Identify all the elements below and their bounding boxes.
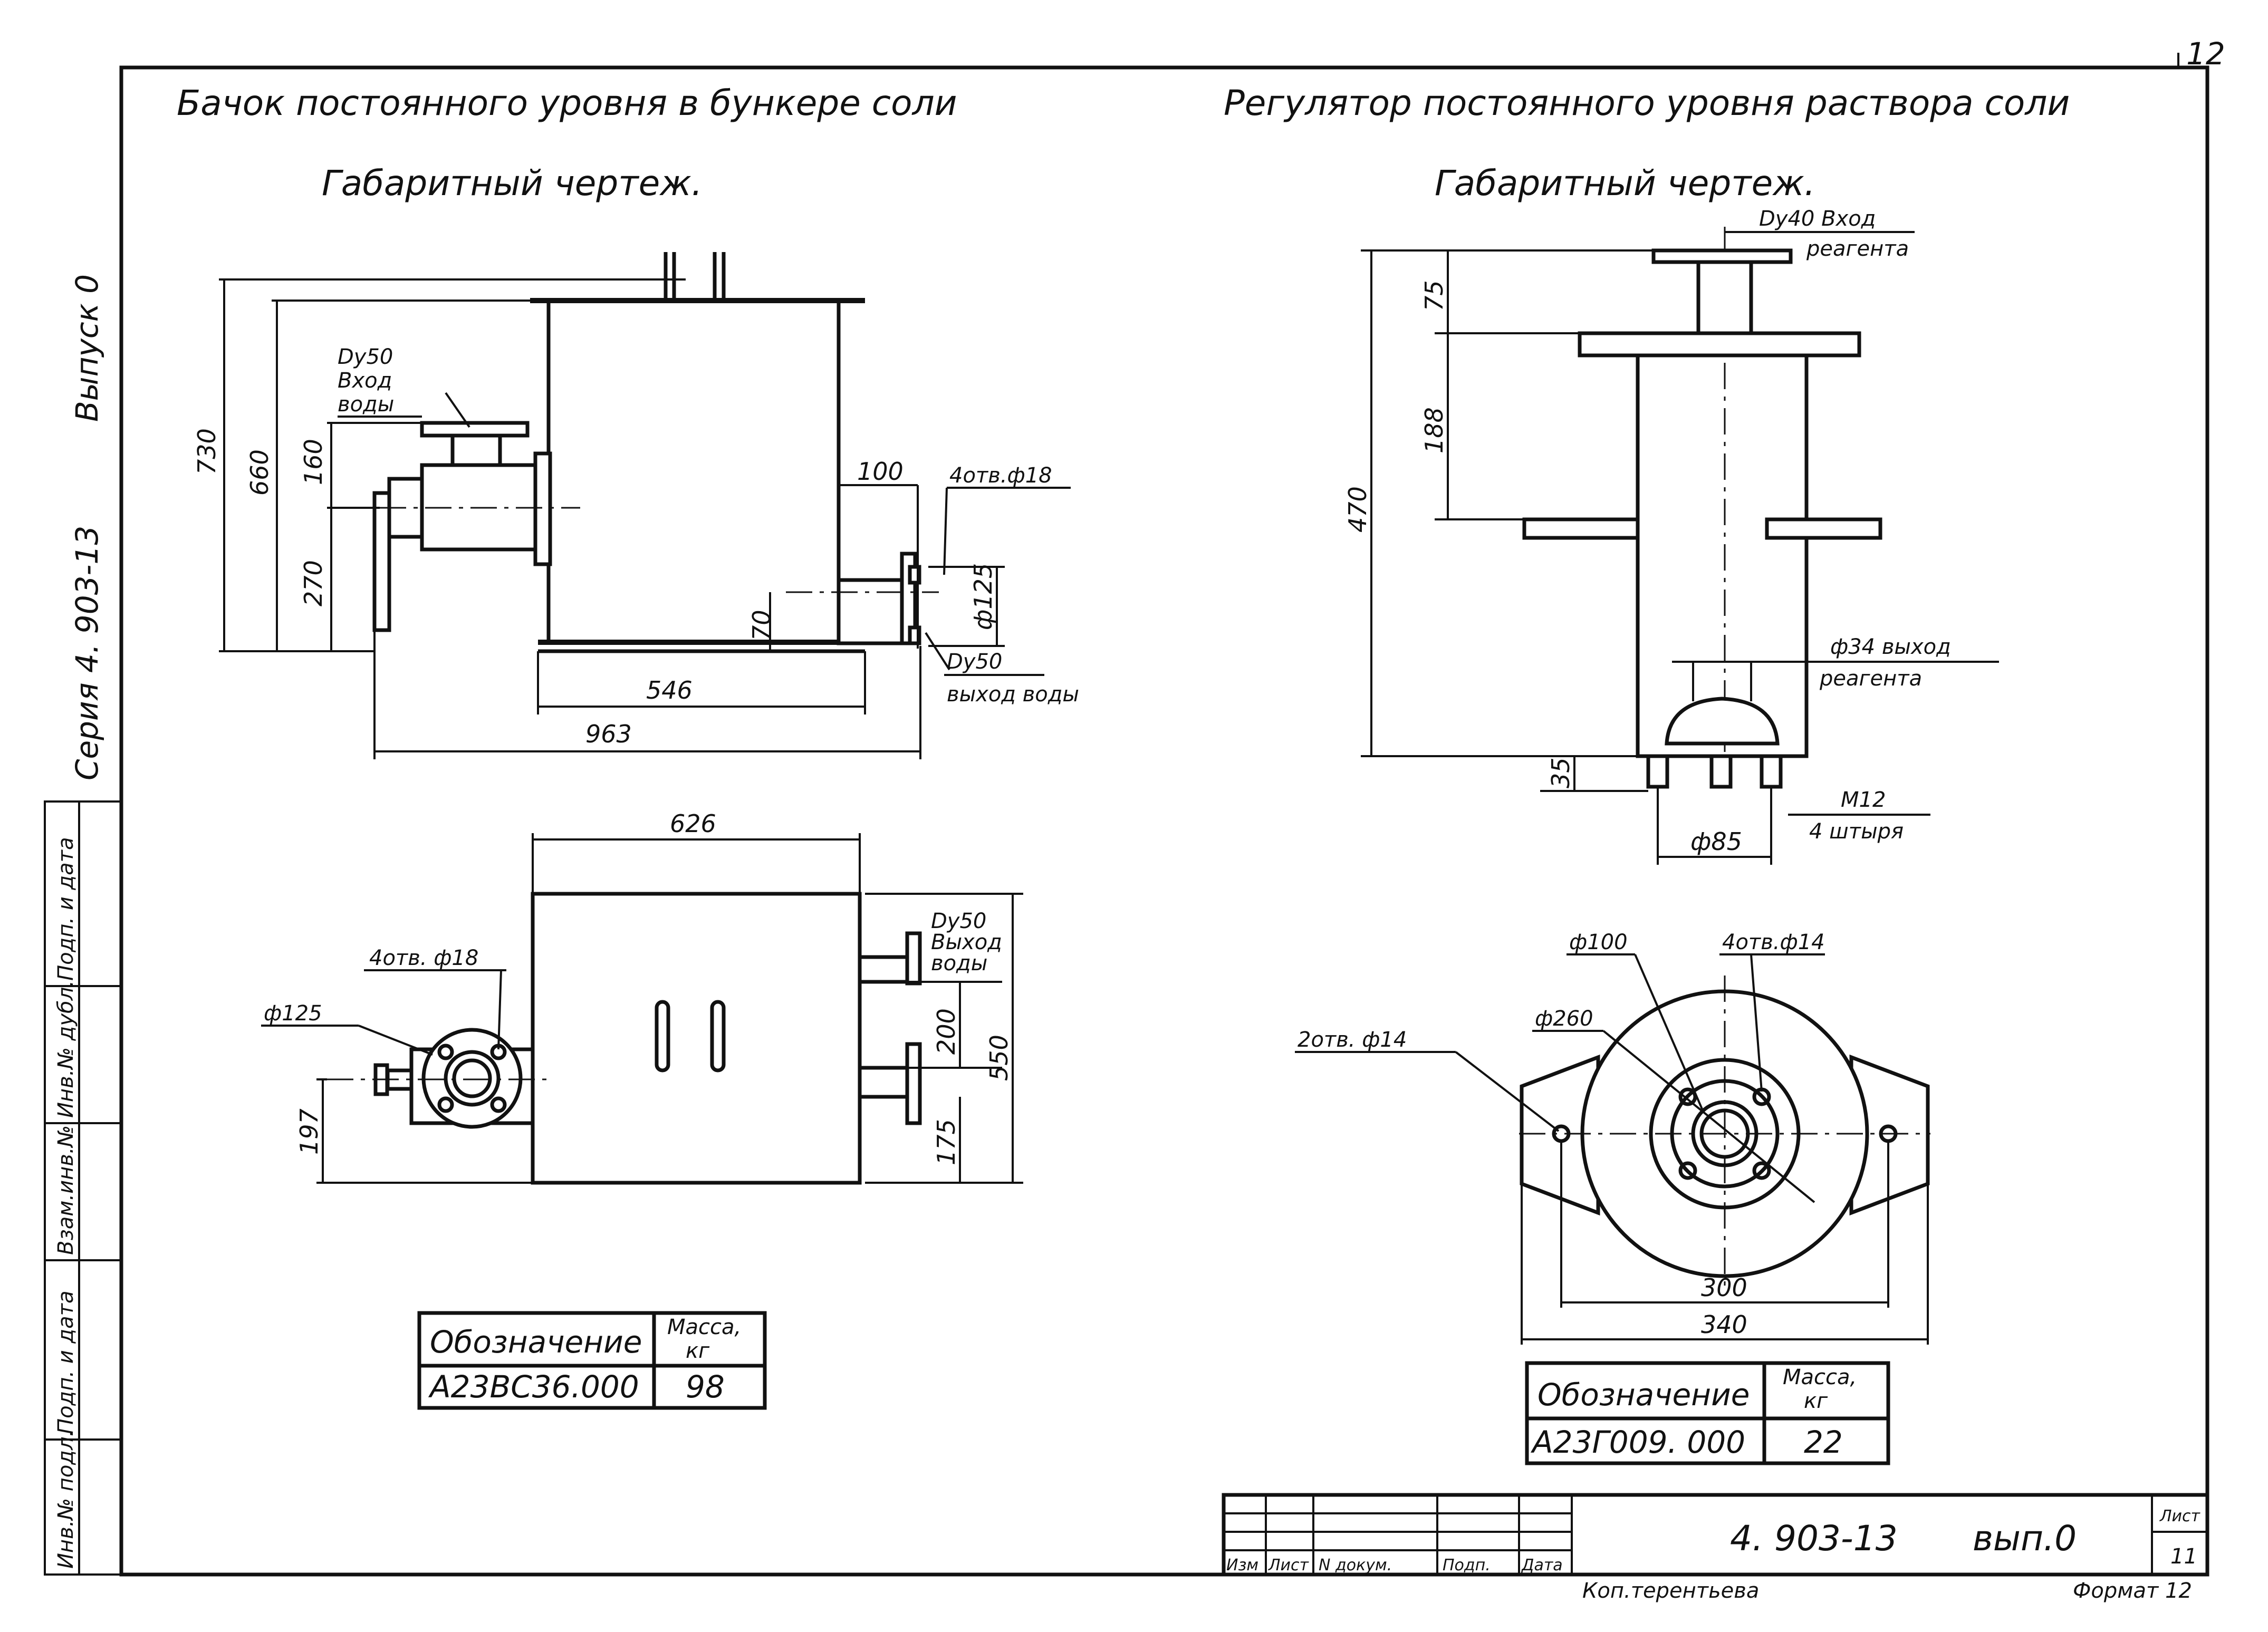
tank-plan-view (327, 892, 922, 1185)
sheet-number: 11 (2170, 1544, 2197, 1569)
svg-text:реагента: реагента (1819, 667, 1922, 691)
svg-text:4 штыря: 4 штыря (1809, 819, 1904, 844)
series-label: Серия 4. 903-13 (69, 526, 105, 780)
regulator-plan-view (1519, 976, 1930, 1292)
svg-text:Лист: Лист (2159, 1507, 2201, 1525)
svg-text:воды: воды (338, 392, 394, 417)
svg-text:200: 200 (932, 1008, 960, 1055)
svg-text:730: 730 (193, 428, 221, 475)
svg-text:воды: воды (931, 951, 987, 976)
svg-text:270: 270 (299, 560, 328, 606)
svg-text:300: 300 (1701, 1273, 1747, 1302)
svg-text:660: 660 (245, 449, 274, 496)
svg-text:100: 100 (857, 457, 904, 486)
svg-text:Обозначение: Обозначение (430, 1324, 642, 1360)
svg-text:кг: кг (1804, 1389, 1828, 1413)
holes4-label: 4отв.ф14 (1722, 930, 1825, 954)
svg-text:626: 626 (670, 809, 716, 838)
svg-text:Обозначение: Обозначение (1537, 1377, 1750, 1413)
holes2-label: 2отв. ф14 (1298, 1028, 1407, 1052)
left-front-dimensions: 730 660 160 270 Dу50 Вход воды 100 4отв.… (193, 278, 1079, 759)
left-designation: А23ВС36.000 (428, 1369, 639, 1405)
right-title: Регулятор постоянного уровня раствора со… (1224, 83, 2070, 123)
svg-text:175: 175 (932, 1119, 960, 1165)
stamp-sign-date-2: Подп. и дата (54, 1291, 78, 1434)
regulator-plan-dimensions: ф100 4отв.ф14 ф260 2отв. ф14 300 340 (1295, 930, 1929, 1345)
side-stamp-strip: Подп. и дата Инв.№ дубл. Взам.инв.№ Подп… (44, 800, 122, 1576)
right-mass-table: Обозначение Масса, кг А23Г009. 000 22 (1525, 1361, 1890, 1465)
tank-front-view (372, 252, 939, 653)
plan-outlet-label: Dу50 (931, 909, 986, 933)
left-mass-table: Обозначение Масса, кг А23ВС36.000 98 (417, 1311, 767, 1410)
svg-text:Выход: Выход (931, 930, 1002, 954)
holes-label-top: 4отв.ф18 (949, 463, 1052, 488)
svg-text:160: 160 (299, 439, 328, 485)
right-subtitle: Габаритный чертеж. (1435, 163, 1815, 204)
issue-label: вып.0 (1973, 1518, 2077, 1559)
right-mass: 22 (1804, 1424, 1843, 1460)
reagent-outlet-label: ф34 выход (1830, 635, 1951, 659)
svg-text:Масса,: Масса, (667, 1315, 741, 1339)
left-mass: 98 (686, 1369, 725, 1405)
outlet-label: Dу50 (947, 650, 1002, 674)
stamp-replace-inv: Взам.инв.№ (54, 1125, 78, 1255)
left-title: Бачок постоянного уровня в бункере соли (177, 83, 957, 123)
reagent-inlet-label: Dу40 Вход (1759, 207, 1876, 231)
svg-text:197: 197 (295, 1108, 323, 1155)
copied-by: Коп.терентьева (1582, 1579, 1759, 1603)
svg-text:75: 75 (1420, 280, 1448, 311)
left-subtitle: Габаритный чертеж. (322, 163, 703, 204)
revision-label: Выпуск 0 (69, 274, 105, 422)
sheet-format: Формат 12 (2073, 1579, 2192, 1603)
d100-label: ф100 (1569, 930, 1628, 954)
svg-text:Подп.: Подп. (1443, 1556, 1491, 1575)
studs-label: М12 (1841, 788, 1886, 812)
svg-text:70: 70 (747, 610, 776, 641)
svg-text:N докум.: N докум. (1319, 1556, 1392, 1575)
svg-text:546: 546 (646, 676, 693, 704)
svg-text:550: 550 (985, 1035, 1013, 1081)
doc-number: 4. 903-13 (1730, 1518, 1898, 1559)
title-block: Изм Лист N докум. Подп. Дата 4. 903-13 в… (1222, 1493, 2209, 1603)
svg-text:ф125: ф125 (969, 563, 997, 630)
left-plan-dimensions: 626 4отв. ф18 ф125 197 Dу50 Выход воды 2… (261, 809, 1023, 1184)
regulator-front-dimensions: 75 188 470 35 Dу40 Вход реагента ф34 вых… (1343, 207, 1999, 865)
page-number: 12 (2186, 36, 2225, 72)
right-designation: А23Г009. 000 (1530, 1424, 1745, 1460)
plan-dia-label: ф125 (264, 1001, 322, 1026)
svg-text:Лист: Лист (1268, 1556, 1310, 1575)
svg-text:188: 188 (1420, 407, 1448, 453)
stamp-orig-inv: Инв.№ подл. (54, 1430, 78, 1569)
svg-text:выход воды: выход воды (947, 682, 1079, 707)
svg-text:Вход: Вход (338, 369, 392, 393)
svg-text:Масса,: Масса, (1783, 1365, 1857, 1389)
stamp-dup-inv: Инв.№ дубл. (54, 980, 78, 1118)
inlet-label: Dу50 (338, 345, 393, 369)
stamp-sign-date-1: Подп. и дата (54, 837, 78, 981)
svg-text:470: 470 (1343, 486, 1372, 533)
svg-text:кг: кг (686, 1339, 710, 1363)
svg-text:963: 963 (585, 720, 632, 748)
svg-text:340: 340 (1701, 1310, 1747, 1339)
svg-text:реагента: реагента (1806, 237, 1909, 261)
svg-text:ф85: ф85 (1690, 827, 1742, 856)
d260-label: ф260 (1535, 1007, 1593, 1031)
regulator-front-view (1522, 227, 1882, 789)
svg-text:35: 35 (1546, 757, 1575, 788)
plan-holes-label: 4отв. ф18 (369, 946, 478, 970)
svg-text:Изм: Изм (1226, 1556, 1258, 1575)
svg-text:Дата: Дата (1521, 1556, 1563, 1575)
